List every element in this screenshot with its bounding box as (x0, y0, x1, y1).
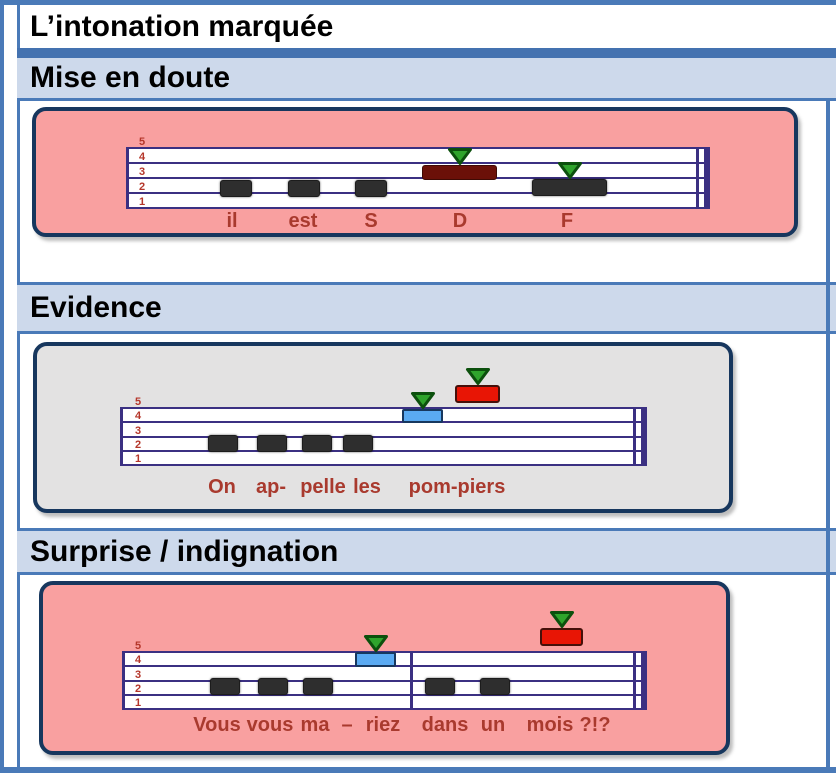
syllable-label: les (353, 476, 381, 498)
section-header-label: Surprise / indignation (30, 535, 339, 568)
syllable-block (303, 678, 333, 695)
pitch-block-maroon (422, 165, 497, 180)
syllable-block (208, 435, 238, 452)
syllable-block (355, 180, 387, 197)
staff-number: 3 (134, 425, 142, 437)
title-row: L’intonation marquée (20, 5, 836, 48)
syllable-label: un (480, 714, 506, 736)
syllable-block (302, 435, 332, 452)
syllable-label: ?!? (579, 714, 611, 736)
accent-triangle-icon (465, 367, 491, 386)
syllable-block (343, 435, 373, 452)
syllable-label: ap- (256, 476, 286, 498)
syllable-label: S (364, 210, 378, 232)
accent-triangle-icon (549, 610, 575, 629)
section-header-mise-en-doute: Mise en doute (17, 58, 836, 101)
staff-line (126, 192, 710, 194)
table-bottom-border (0, 767, 836, 773)
syllable-block (258, 678, 288, 695)
separator-band (17, 48, 836, 58)
staff-line (122, 708, 647, 710)
staff-number: 4 (134, 410, 142, 422)
table-inner-left-border (17, 5, 20, 767)
staff-line (120, 464, 647, 466)
staff-number: 2 (134, 439, 142, 451)
staff-end-bar-thin (696, 147, 699, 209)
syllable-label: dans (421, 714, 469, 736)
table-left-border (0, 0, 4, 770)
staff-start-bar (122, 651, 125, 710)
syllable-label: ma (300, 714, 330, 736)
accent-triangle-icon (447, 147, 473, 166)
staff-line (126, 162, 710, 164)
staff-number: 1 (138, 196, 146, 208)
syllable-label: pelle (300, 476, 346, 498)
staff-number: 4 (134, 654, 142, 666)
syllable-block (425, 678, 455, 695)
staff-line (122, 680, 647, 682)
syllable-label: il (226, 210, 238, 232)
column-divider (826, 98, 830, 767)
syllable-block (220, 180, 252, 197)
pitch-block-red (455, 385, 500, 403)
syllable-label: D (452, 210, 468, 232)
staff-line (126, 207, 710, 209)
staff-end-bar-thick (641, 407, 647, 466)
staff-number: 3 (138, 166, 146, 178)
pitch-block-blue (402, 409, 443, 423)
staff-number: 5 (138, 136, 146, 148)
page-title: L’intonation marquée (30, 10, 334, 43)
staff-number: 5 (134, 396, 142, 408)
syllable-block (532, 179, 607, 196)
syllable-block (480, 678, 510, 695)
section-header-label: Evidence (30, 291, 162, 324)
staff-line (126, 177, 710, 179)
staff-mid-bar (410, 651, 413, 710)
syllable-label: est (288, 210, 318, 232)
syllable-label: On (208, 476, 236, 498)
staff-line (120, 436, 647, 438)
staff-end-bar-thick (641, 651, 647, 710)
syllable-label: F (560, 210, 574, 232)
staff-number: 2 (138, 181, 146, 193)
syllable-block (288, 180, 320, 197)
staff-end-bar-thick (704, 147, 710, 209)
section-header-evidence: Evidence (17, 282, 836, 334)
staff-start-bar (126, 147, 129, 209)
staff-number: 4 (138, 151, 146, 163)
staff-number: 1 (134, 453, 142, 465)
syllable-label: Vous (193, 714, 241, 736)
syllable-label: pom-piers (408, 476, 506, 498)
staff-line (126, 147, 710, 149)
staff-start-bar (120, 407, 123, 466)
staff-line (120, 421, 647, 423)
staff-number: 2 (134, 683, 142, 695)
syllable-label: vous (246, 714, 294, 736)
syllable-label: riez (365, 714, 401, 736)
section-header-surprise-indignation: Surprise / indignation (17, 528, 836, 575)
staff-line (120, 407, 647, 409)
syllable-block (257, 435, 287, 452)
syllable-label: – (341, 714, 353, 736)
section-header-label: Mise en doute (30, 61, 231, 94)
table-top-border (0, 0, 836, 5)
accent-triangle-icon (410, 391, 436, 410)
staff-end-bar-thin (633, 651, 636, 710)
syllable-block (210, 678, 240, 695)
pitch-block-blue (355, 652, 396, 667)
staff-number: 5 (134, 640, 142, 652)
accent-triangle-icon (557, 161, 583, 180)
staff-line (122, 694, 647, 696)
accent-triangle-icon (363, 634, 389, 653)
staff-number: 1 (134, 697, 142, 709)
syllable-label: mois (526, 714, 574, 736)
pitch-block-red (540, 628, 583, 646)
staff-line (120, 450, 647, 452)
staff-end-bar-thin (633, 407, 636, 466)
staff-number: 3 (134, 669, 142, 681)
